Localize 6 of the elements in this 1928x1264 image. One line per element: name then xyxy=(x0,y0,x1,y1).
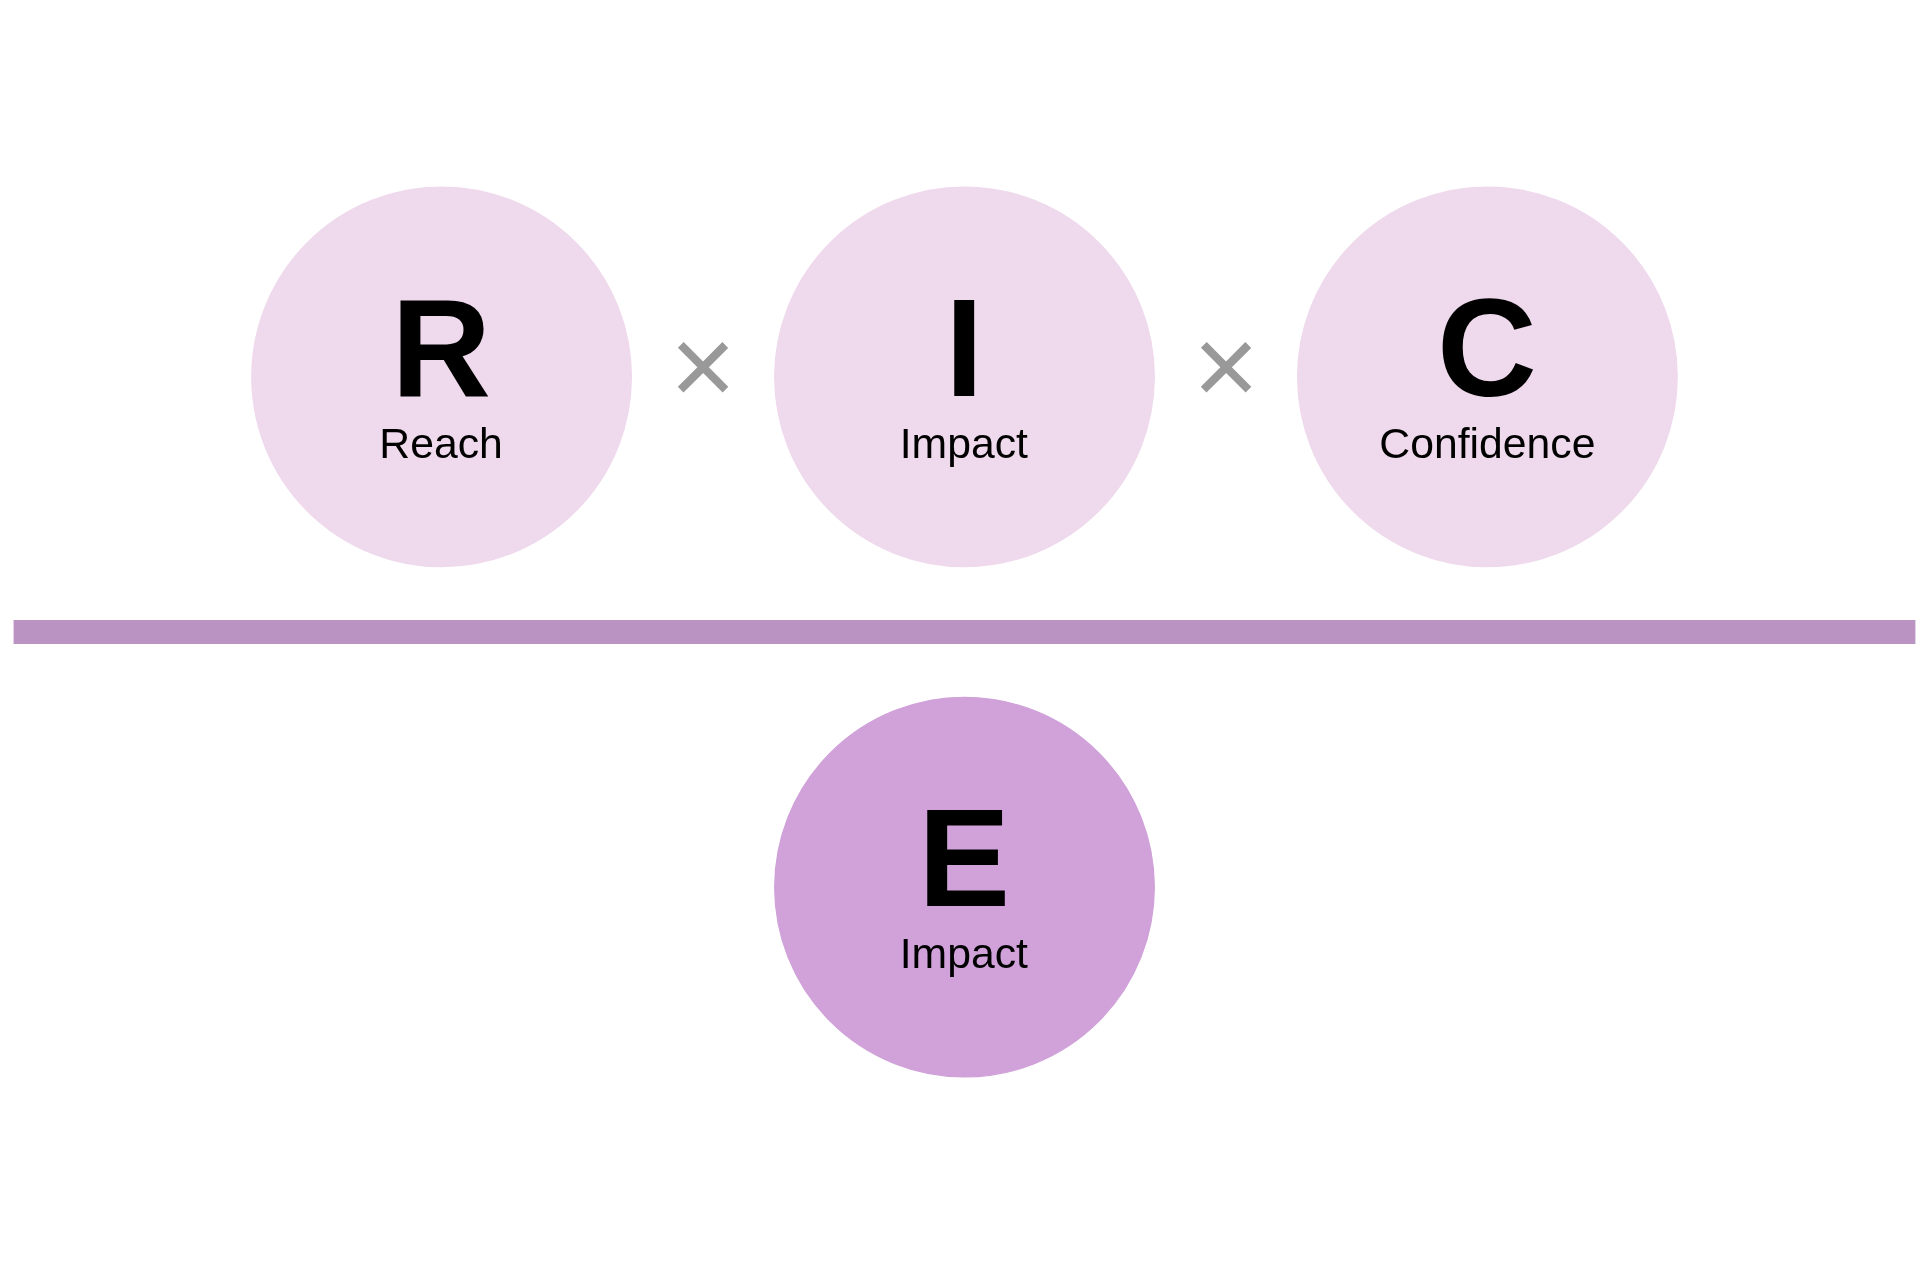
node-circle: C Confidence xyxy=(1296,186,1678,568)
node-circle: I Impact xyxy=(773,186,1155,568)
label: × xyxy=(1192,303,1259,430)
label: × xyxy=(669,303,736,430)
node-circle: R Reach xyxy=(250,186,632,568)
node-circle: E Impact xyxy=(773,696,1155,1078)
